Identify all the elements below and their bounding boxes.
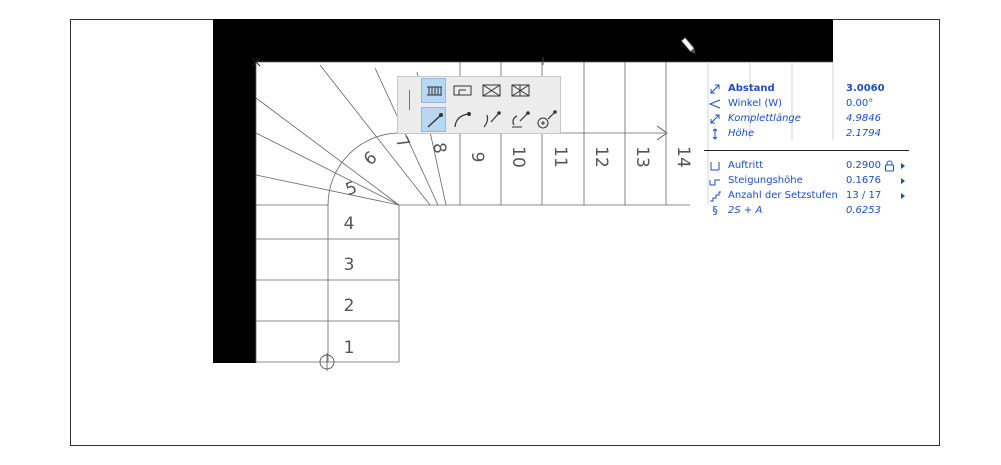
step-number-13: 13: [632, 146, 652, 168]
step-number-3: 3: [344, 255, 355, 275]
pencil-cursor-icon: [680, 37, 696, 54]
arc-segment-icon[interactable]: [450, 107, 475, 132]
riser-count-icon: [708, 189, 722, 203]
tracker-separator: [704, 150, 909, 151]
step-number-2: 2: [344, 296, 355, 316]
tracker-row-tread[interactable]: Auftritt 0.2900: [704, 159, 914, 173]
step-number-7: 7: [391, 133, 414, 152]
winder-line: [374, 67, 439, 206]
step-number-4: 4: [344, 214, 355, 234]
stair-edit-toolbar: [397, 76, 561, 134]
riser-height-icon: [708, 174, 722, 188]
step-number-9: 9: [467, 152, 487, 163]
step-number-8: 8: [428, 141, 450, 155]
tracker-row-formula[interactable]: § 2S + A 0.6253: [704, 204, 914, 218]
winder-line: [255, 97, 400, 206]
curve-segment-icon[interactable]: [479, 107, 504, 132]
winder-line: [319, 64, 431, 206]
toolbar-grip[interactable]: [409, 90, 410, 110]
straight-segment-icon[interactable]: [421, 107, 446, 132]
walkline-arc: [327, 132, 401, 206]
submenu-arrow-icon[interactable]: [901, 163, 905, 169]
wall-left: [213, 19, 256, 363]
step-number-1: 1: [344, 338, 355, 358]
winder-panel-icon[interactable]: [508, 78, 533, 103]
railing-tool-icon[interactable]: [421, 78, 446, 103]
tread-icon: [708, 159, 722, 173]
tracker-row-riser-count[interactable]: Anzahl der Setzstufen 13 / 17: [704, 189, 914, 203]
submenu-arrow-icon[interactable]: [901, 193, 905, 199]
add-segment-icon[interactable]: [535, 107, 560, 132]
height-icon: [708, 127, 722, 141]
tracker-row-distance[interactable]: Abstand 3.0060: [704, 82, 914, 96]
submenu-arrow-icon[interactable]: [901, 178, 905, 184]
step-number-10: 10: [508, 146, 528, 168]
step-number-14: 14: [673, 146, 693, 168]
tracker-panel: Abstand 3.0060 Winkel (W) 0.00° Komplett…: [704, 82, 914, 222]
total-length-icon: [708, 112, 722, 126]
wall-top: [213, 19, 833, 62]
angle-icon: [708, 97, 722, 111]
tracker-row-riser-height[interactable]: Steigungshöhe 0.1676: [704, 174, 914, 188]
distance-icon: [708, 82, 722, 96]
winder-line: [255, 174, 400, 206]
tracker-row-angle[interactable]: Winkel (W) 0.00°: [704, 97, 914, 111]
rotate-segment-icon[interactable]: [508, 107, 533, 132]
walkline-arrow-icon: [656, 125, 668, 141]
stringer-tool-icon[interactable]: [450, 78, 475, 103]
winder-line: [255, 132, 400, 206]
step-number-6: 6: [360, 148, 381, 170]
step-number-12: 12: [591, 146, 611, 168]
tracker-row-height[interactable]: Höhe 2.1794: [704, 127, 914, 141]
step-number-5: 5: [343, 178, 360, 200]
anchor-cross-icon[interactable]: [251, 57, 261, 67]
step-number-11: 11: [550, 146, 570, 168]
lock-icon[interactable]: [884, 160, 895, 177]
flight-panel-icon[interactable]: [479, 78, 504, 103]
formula-icon: §: [712, 204, 718, 217]
tracker-row-total-length[interactable]: Komplettlänge 4.9846: [704, 112, 914, 126]
